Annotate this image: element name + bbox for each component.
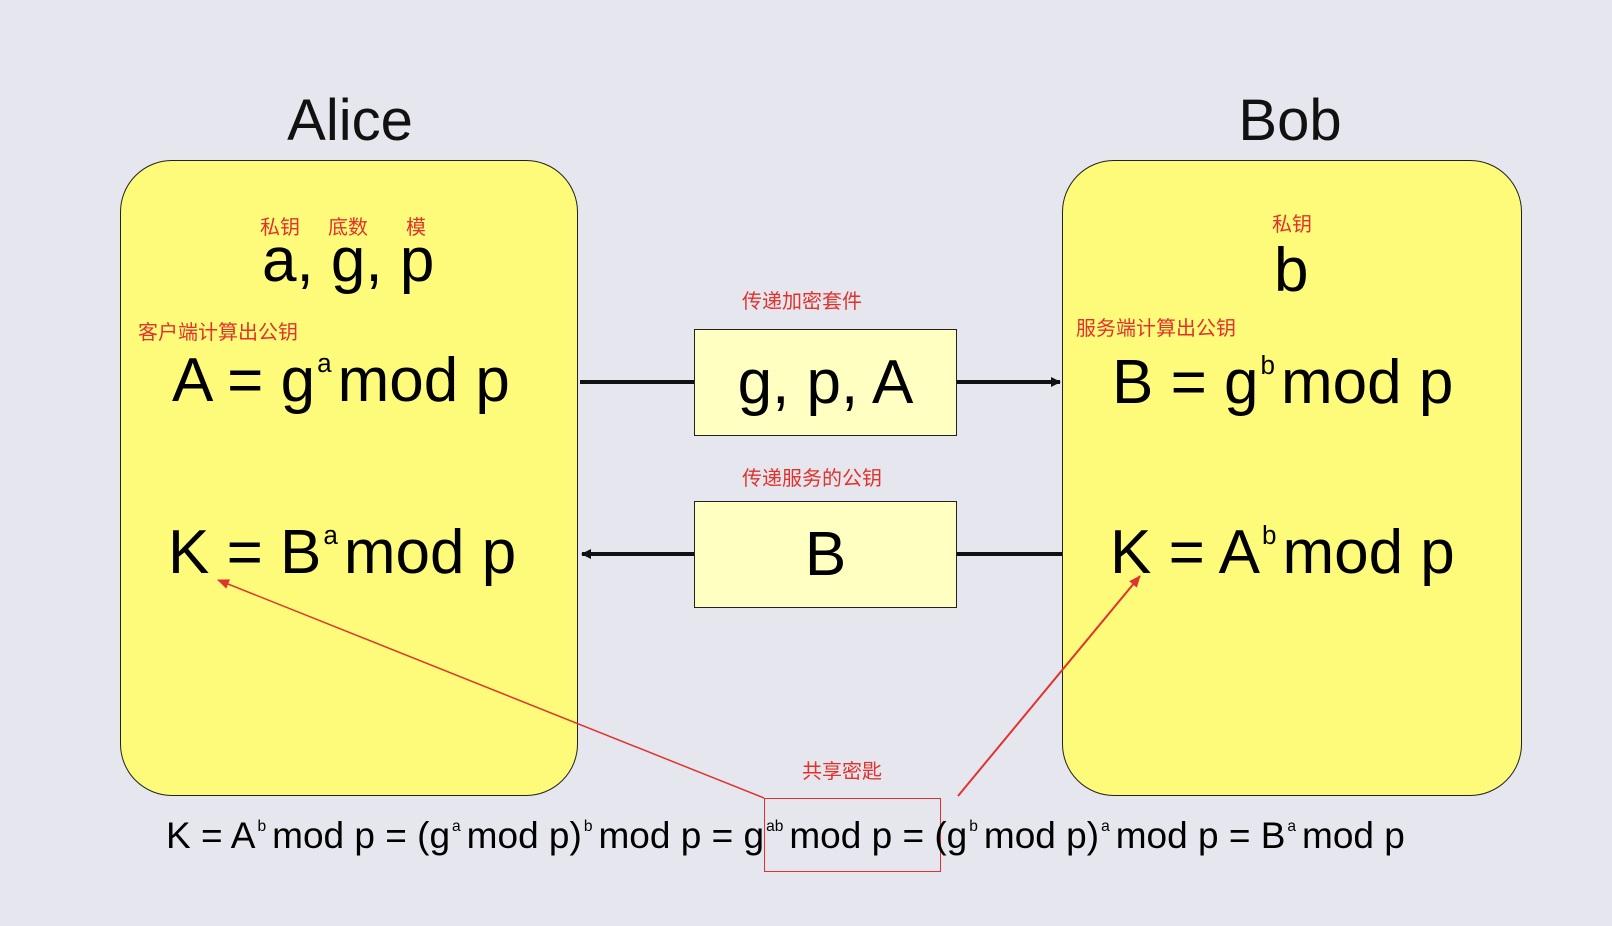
eq-part-10: mod p	[1302, 815, 1405, 856]
bob-compute-note: 服务端计算出公钥	[1076, 316, 1236, 340]
bob-params: b	[1274, 236, 1309, 305]
alice-modulus-label: 模	[406, 215, 426, 239]
message-box-to-bob: g, p, A	[694, 329, 957, 436]
send-server-public-key-label: 传递服务的公钥	[742, 466, 882, 490]
eq-exp-2: a	[452, 817, 461, 835]
alice-params: a, g, p	[262, 226, 435, 295]
eq-part-8: mod p)	[983, 815, 1100, 856]
alice-pub-lhs: A = g	[172, 346, 316, 415]
eq-exp-7: b	[969, 817, 978, 835]
alice-pub-exponent: a	[317, 348, 332, 379]
bob-key-exponent: b	[1261, 520, 1277, 551]
bob-key-lhs: K = A	[1110, 518, 1260, 587]
eq-part-3: mod p)	[466, 815, 582, 856]
eq-exp-5: ab	[766, 817, 784, 835]
eq-exp-3: b	[583, 817, 593, 835]
bob-pub-rhs: mod p	[1280, 348, 1454, 417]
alice-panel	[120, 160, 578, 796]
bob-public-key-formula: B = gbmod p	[1112, 352, 1453, 414]
bob-key-rhs: mod p	[1282, 518, 1455, 587]
eq-exp-9: a	[1287, 817, 1297, 835]
alice-title: Alice	[287, 88, 413, 153]
bob-title: Bob	[1238, 88, 1342, 153]
eq-part-5: g	[743, 815, 765, 856]
shared-key-label: 共享密匙	[802, 759, 882, 783]
alice-shared-key-formula: K = Bamod p	[168, 522, 516, 584]
red-arrow-to-alice-key	[217, 579, 765, 799]
alice-key-lhs: K = B	[168, 518, 322, 587]
eq-exp-8: a	[1101, 817, 1110, 835]
bob-pub-lhs: B = g	[1112, 348, 1259, 417]
bob-shared-key-formula: K = Abmod p	[1110, 522, 1455, 584]
message-box-to-alice: B	[694, 501, 957, 608]
alice-private-key-label: 私钥	[260, 215, 300, 239]
eq-part-1: K = A	[166, 815, 256, 856]
eq-part-4: mod p =	[598, 815, 744, 856]
alice-compute-note: 客户端计算出公钥	[138, 320, 298, 344]
bob-private-key-label: 私钥	[1272, 212, 1312, 236]
send-cipher-suite-label: 传递加密套件	[742, 289, 862, 313]
alice-key-rhs: mod p	[343, 518, 517, 587]
bob-pub-exponent: b	[1260, 350, 1275, 381]
bob-panel	[1062, 160, 1522, 796]
eq-part-6: mod p	[789, 815, 893, 856]
eq-part-9: mod p = B	[1115, 815, 1286, 856]
eq-part-2: mod p = (g	[272, 815, 451, 856]
eq-part-7: = (g	[892, 815, 968, 856]
alice-key-exponent: a	[323, 520, 338, 551]
shared-key-highlight-frame	[764, 798, 941, 872]
alice-base-label: 底数	[328, 215, 368, 239]
red-arrow-to-bob-key	[957, 575, 1141, 797]
eq-exp-1: b	[257, 817, 267, 835]
alice-public-key-formula: A = gamod p	[172, 350, 510, 412]
alice-pub-rhs: mod p	[337, 346, 510, 415]
